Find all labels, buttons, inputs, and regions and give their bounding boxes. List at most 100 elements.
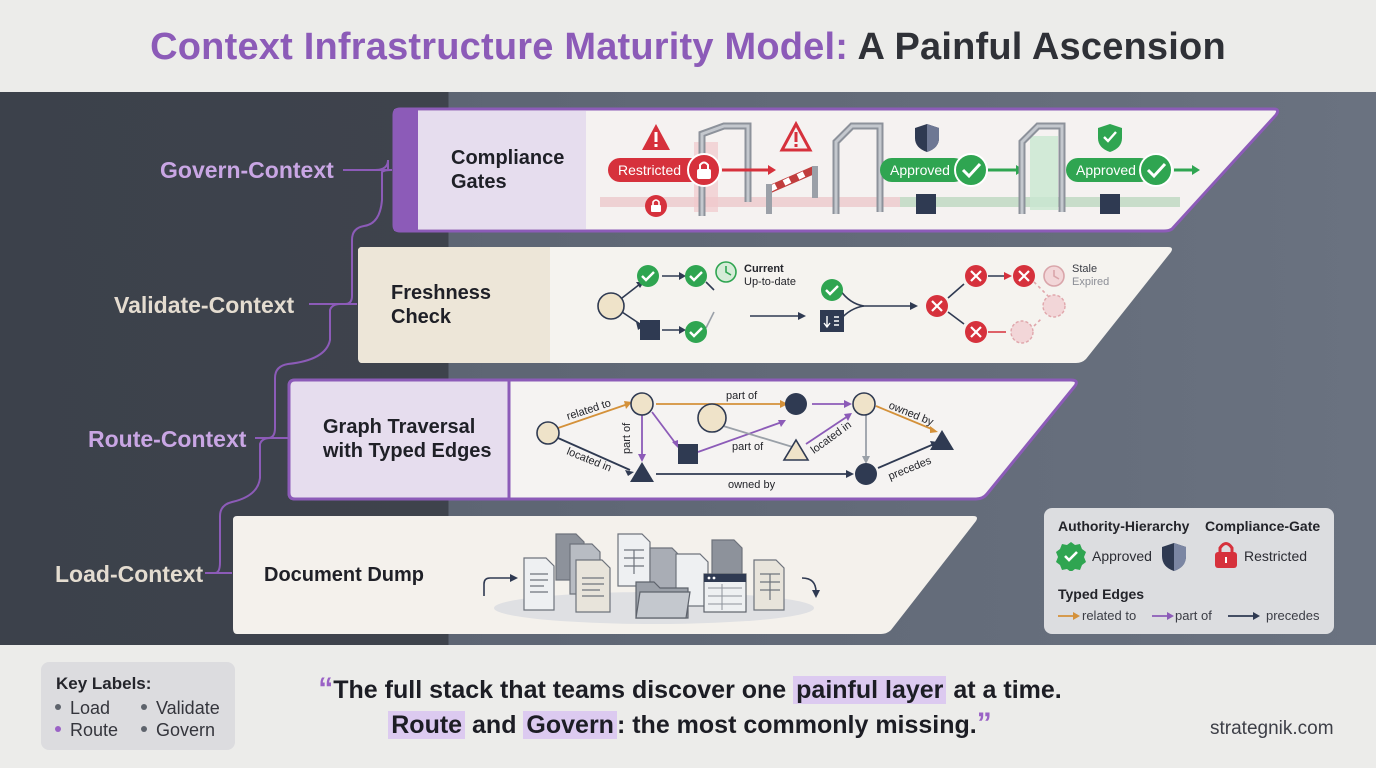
expired-node [1010,320,1034,344]
compliance-gates-illustration: Restricted Approved [600,120,1200,217]
level-validate-label: Validate-Context [114,292,295,318]
part-of-arrow-icon [1167,612,1174,620]
quote-line1-text-b: at a time. [946,676,1062,704]
quote-line-2: Route and Govern: the most commonly miss… [290,707,1090,742]
quote-highlight-govern: Govern [523,711,617,739]
key-labels-header: Key Labels: [56,674,152,693]
typed-edge-graph: related to part of located in part of pa… [536,390,954,491]
quote-line2-text: : the most commonly missing. [616,711,977,739]
document-dump-label: Document Dump [264,564,424,586]
precedes-arrow-icon [1253,612,1260,620]
document-icon [575,559,611,613]
legend-typed-edges-header: Typed Edges [1058,586,1145,602]
gate-icon [1018,122,1066,214]
graph-node-triangle [930,430,954,450]
legend-approved-text: Approved [1092,548,1152,564]
freshness-label-line2: Check [391,306,452,328]
stale-text: Stale [1072,263,1097,275]
check-icon [685,265,707,287]
check-icon [954,153,988,187]
expired-node [1042,294,1066,318]
legend-edge-arrows [1058,612,1260,620]
freshness-check-label: Freshness Check [357,246,491,364]
shield-icon [1098,124,1122,152]
quote-close-mark: ” [976,707,992,740]
quote-highlight-route: Route [388,711,466,739]
approved-badge-icon [1056,542,1086,571]
edge-label-precedes: precedes [887,455,934,483]
legend-precedes: precedes [1266,608,1320,623]
quote-line-1: “The full stack that teams discover one … [290,672,1090,707]
approved-badge: Approved [1066,153,1173,187]
compliance-gates-label: Compliance Gates [418,108,564,232]
graph-node [536,421,560,445]
browser-window-icon [703,573,747,613]
title-part2: A Painful Ascension [857,26,1226,68]
barrier-icon [766,166,818,214]
legend-authority-header: Authority-Hierarchy [1058,518,1190,534]
graph-traversal-label: Graph Traversal with Typed Edges [289,380,492,498]
edge-label-located-in-left: located in [565,446,613,475]
edge-label-part-of-top: part of [726,390,758,402]
approved-text-1: Approved [890,162,950,178]
graph-tier-shape [287,378,1078,501]
folder-icon [635,581,691,619]
quote-line2-and: and [465,711,524,739]
document-pile-illustration [483,533,820,624]
legend-related-to: related to [1082,608,1137,623]
edge-label-part-of-mid: part of [732,441,764,453]
compliance-label-line2: Gates [451,171,507,193]
document-icon [523,557,555,611]
title-part1: Context Infrastructure Maturity Model: [150,26,849,68]
legend-compliance-header: Compliance-Gate [1205,518,1321,534]
freshness-label-line1: Freshness [391,282,492,304]
graph-node [855,463,877,485]
key-label-validate: Validate [141,698,220,719]
level-route-label: Route-Context [88,426,247,452]
warning-icon [642,124,670,150]
graph-node-triangle [782,438,810,461]
restricted-text: Restricted [618,162,681,178]
current-text: Current [744,263,784,275]
arrow-icon [801,577,817,593]
quote-line1-text-a: The full stack that teams discover one [333,676,794,704]
arrow-icon [483,577,512,596]
uptodate-text: Up-to-date [744,276,796,288]
graph-node-square [678,444,698,464]
key-label-load: Load [55,698,110,719]
approved-badge: Approved [880,153,988,187]
legend-part-of: part of [1175,608,1212,623]
document-node-square [820,310,844,332]
graph-node [697,403,727,433]
edge-label-part-of-vertical: part of [621,422,633,454]
graph-label-line1: Graph Traversal [323,416,476,438]
lock-icon [645,195,667,217]
key-labels-card: Key Labels: Load Validate Route Govern [41,662,235,750]
quote-open-mark: “ [318,672,334,705]
level-govern-label: Govern-Context [160,157,334,183]
check-icon [637,265,659,287]
check-icon [685,321,707,343]
lock-icon [1215,542,1237,568]
key-label-route: Route [55,720,118,741]
document-node [597,292,625,320]
edge-label-owned-by-bottom: owned by [728,479,776,491]
gate-icon [832,122,884,214]
key-label-govern: Govern [141,720,215,741]
check-icon [1139,153,1173,187]
quote-block: “The full stack that teams discover one … [290,672,1090,742]
quote-highlight-painful-layer: painful layer [793,676,947,704]
edge-label-related-to: related to [565,397,612,423]
document-node-square [1100,194,1120,214]
brand-text: strategnik.com [1210,718,1334,739]
graph-node [630,392,654,416]
document-node-square [916,194,936,214]
level-load-label: Load-Context [55,561,204,587]
legend-restricted-text: Restricted [1244,548,1308,564]
graph-label-line2: with Typed Edges [323,440,492,462]
shield-icon [915,124,939,152]
page-title: Context Infrastructure Maturity Model: A… [0,26,1376,69]
shield-icon [1162,543,1186,571]
warning-icon [779,120,813,152]
